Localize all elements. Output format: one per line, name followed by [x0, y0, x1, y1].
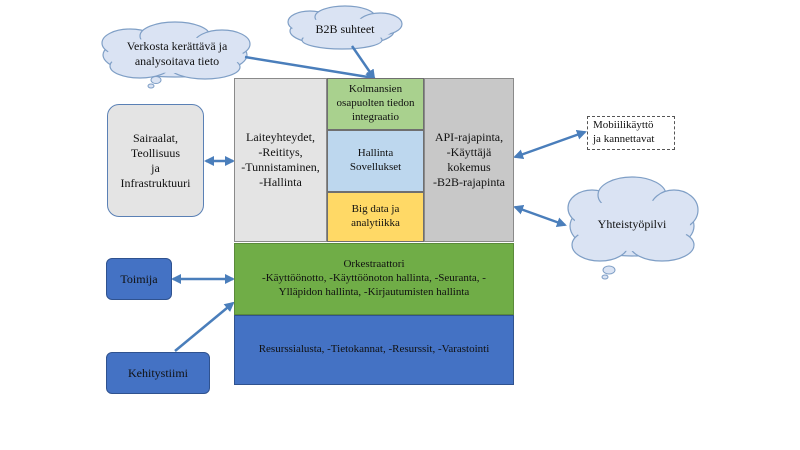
hospitals-industry-box: Sairaalat, Teollisuus ja Infrastruktuuri	[107, 104, 204, 217]
arrow-api-cloud	[513, 205, 567, 227]
arrow-devteam-orchestrator	[174, 301, 235, 352]
cooperation-cloud	[567, 176, 699, 280]
api-box: API-rajapinta, -Käyttäjä kokemus -B2B-ra…	[424, 78, 514, 242]
cooperation-cloud-label: Yhteistyöpilvi	[597, 216, 667, 231]
operator-box: Toimija	[106, 258, 172, 300]
big-data-box: Big data ja analytiikka	[327, 192, 424, 242]
device-connectivity-box: Laiteyhteydet, -Reititys, -Tunnistaminen…	[234, 78, 327, 242]
b2b-cloud	[287, 5, 403, 50]
third-party-integration-box: Kolmansien osapuolten tiedon integraatio	[327, 78, 424, 130]
data-collection-cloud-label: Verkosta kerättävä ja analysoitava tieto	[126, 39, 228, 68]
dev-team-box: Kehitystiimi	[106, 352, 210, 394]
mobile-box: Mobiilikäyttö ja kannettavat	[587, 116, 675, 150]
b2b-cloud-label: B2B suhteet	[315, 21, 375, 36]
arrow-api-mobile	[513, 129, 587, 160]
data-collection-cloud	[101, 21, 251, 89]
resource-platform-box: Resurssialusta, -Tietokannat, -Resurssit…	[234, 315, 514, 385]
orchestrator-box: Orkestraattori -Käyttöönotto, -Käyttööno…	[234, 243, 514, 315]
management-apps-box: Hallinta Sovellukset	[327, 130, 424, 192]
arrow-data-to-platform	[244, 55, 376, 82]
arrow-b2b-to-platform	[350, 45, 376, 80]
